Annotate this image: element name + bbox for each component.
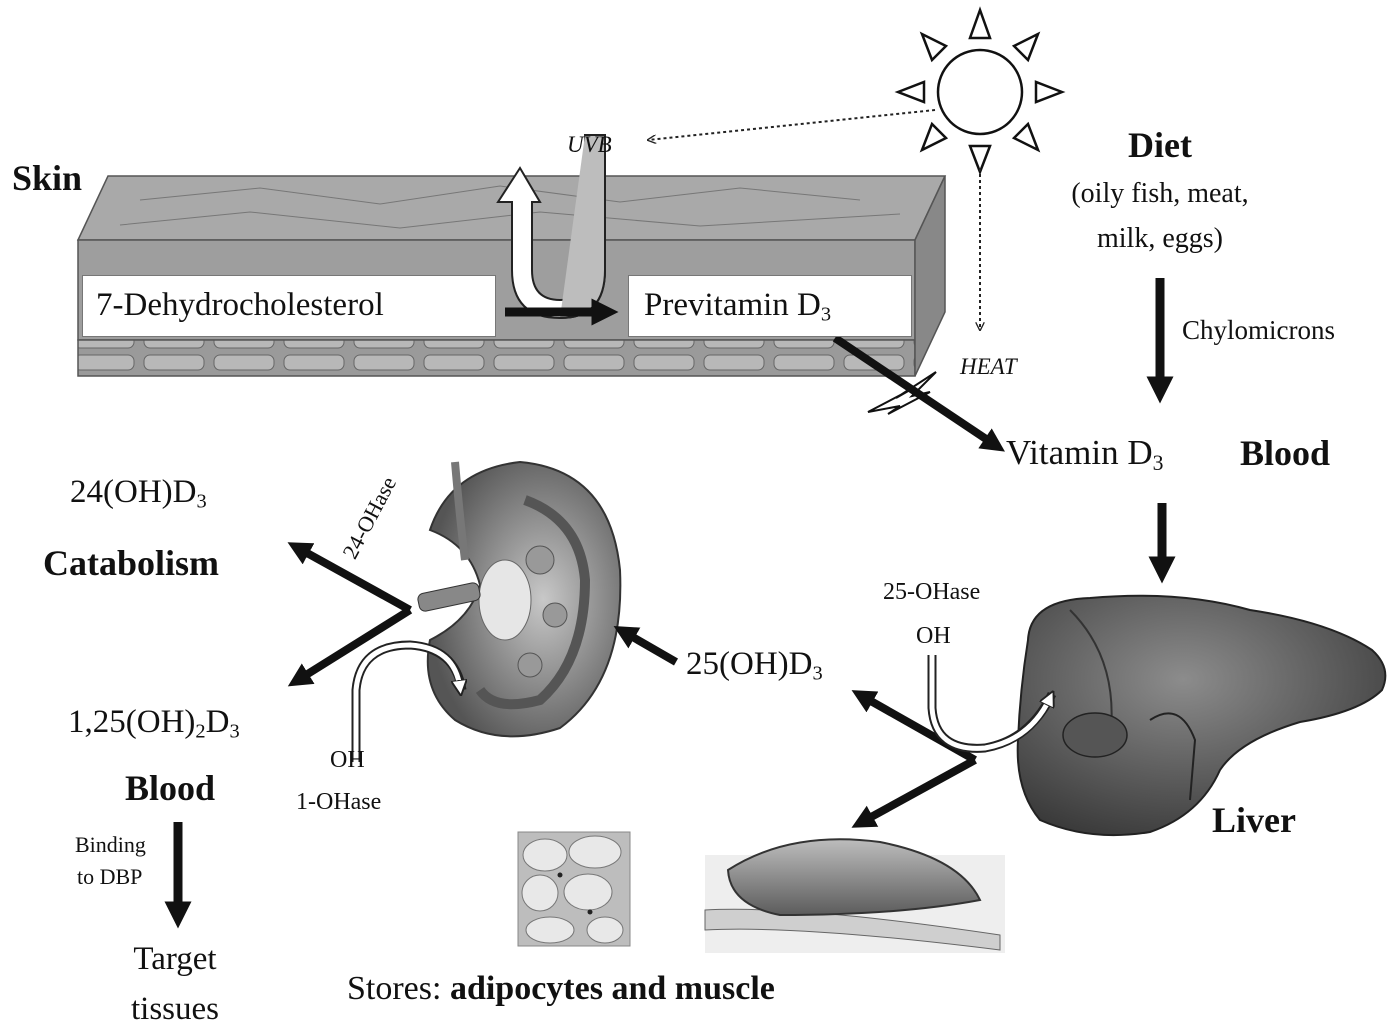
target-label-1: Target bbox=[100, 943, 250, 976]
muscle-illustration bbox=[705, 839, 1005, 953]
adipocytes-illustration bbox=[518, 832, 630, 946]
blood-label-top: Blood bbox=[1240, 435, 1330, 471]
heat-label: HEAT bbox=[960, 355, 1017, 378]
chylomicrons-label: Chylomicrons bbox=[1182, 317, 1335, 344]
uvb-label: UVB bbox=[567, 133, 612, 156]
liver-branch-arrows bbox=[862, 696, 975, 822]
liver-oh-label: OH bbox=[916, 624, 951, 648]
24-oh-d3-label: 24(OH)D3 bbox=[70, 476, 207, 509]
1-25-dihydroxy-d3-label: 1,25(OH)2D3 bbox=[68, 706, 240, 739]
stores-label: Stores: adipocytes and muscle bbox=[347, 972, 775, 1006]
binding-label-1: Binding bbox=[75, 834, 146, 856]
catabolism-label: Catabolism bbox=[43, 545, 219, 581]
diet-sources-line-2: milk, eggs) bbox=[1030, 225, 1290, 253]
liver-label: Liver bbox=[1212, 802, 1296, 838]
binding-label-2: to DBP bbox=[77, 866, 142, 888]
liver-illustration bbox=[1018, 596, 1386, 835]
25-oh-d3-label: 25(OH)D3 bbox=[686, 648, 823, 681]
previtamin-d3-label: Previtamin D3 bbox=[644, 289, 831, 322]
sun-icon bbox=[898, 10, 1062, 172]
uvb-ray bbox=[648, 110, 935, 140]
kidney-branch-arrows bbox=[298, 548, 410, 680]
25-ohase-label: 25-OHase bbox=[883, 580, 980, 604]
1-ohase-label: 1-OHase bbox=[296, 790, 381, 814]
kidney-illustration bbox=[417, 462, 621, 736]
vitamin-d3-label: Vitamin D3 bbox=[1006, 435, 1163, 470]
target-label-2: tissues bbox=[100, 993, 250, 1026]
diet-sources-line-1: (oily fish, meat, bbox=[1030, 180, 1290, 208]
to-kidney-arrow bbox=[624, 632, 676, 662]
diet-label: Diet bbox=[1060, 127, 1260, 163]
kidney-oh-label: OH bbox=[330, 748, 365, 772]
skin-label: Skin bbox=[12, 160, 82, 196]
dehydrocholesterol-label: 7-Dehydrocholesterol bbox=[96, 289, 384, 322]
blood-label-bottom: Blood bbox=[125, 770, 215, 806]
